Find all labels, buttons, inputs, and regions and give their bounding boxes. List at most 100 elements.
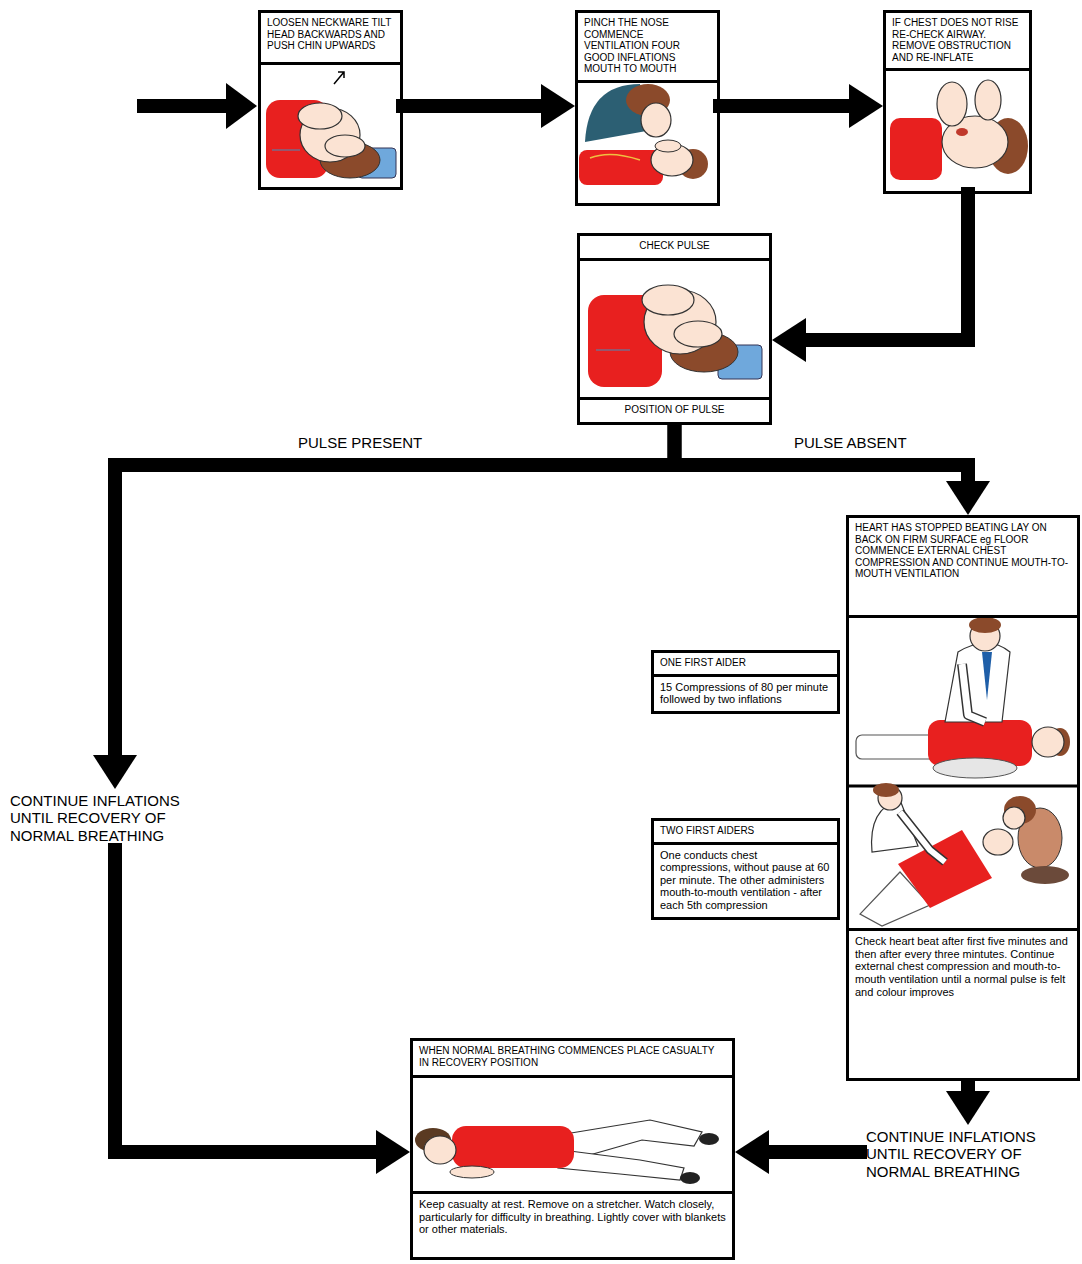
pulse-check-picture-part [596, 349, 630, 351]
arrow-head [946, 1091, 990, 1125]
entry-arrow-part [137, 99, 229, 113]
flow-arrow [735, 1130, 860, 1174]
box-spacer [849, 618, 1077, 928]
recovery-position-picture-part [424, 1136, 456, 1164]
two-aiders-picture [860, 783, 1069, 926]
arrow-line [115, 850, 378, 1152]
airway-check-picture-part [975, 80, 1001, 120]
box-heading: PINCH THE NOSE COMMENCE VENTILATION FOUR… [578, 13, 717, 83]
head-tilt-picture-part [325, 135, 365, 157]
ventilation-picture [579, 84, 708, 185]
head-tilt-picture-part [272, 149, 300, 151]
flow-arrow [946, 1081, 990, 1125]
box-heading: LOOSEN NECKWARE TILT HEAD BACKWARDS AND … [261, 13, 400, 65]
arrow-head [93, 755, 137, 789]
box-text: 15 Compressions of 80 per minute followe… [654, 677, 837, 711]
arrow-head [541, 84, 575, 128]
flow-box: PINCH THE NOSE COMMENCE VENTILATION FOUR… [575, 10, 720, 206]
arrow-head [849, 84, 883, 128]
box-heading: HEART HAS STOPPED BEATING LAY ON BACK ON… [849, 518, 1077, 618]
flow-arrow [93, 425, 675, 789]
head-tilt-picture-part [298, 103, 342, 129]
one-aider-picture-part [969, 617, 1001, 633]
flow-label: CONTINUE INFLATIONS UNTIL RECOVERY OF NO… [866, 1128, 1078, 1180]
entry-arrow [137, 83, 257, 129]
flow-box: IF CHEST DOES NOT RISE RE-CHECK AIRWAY. … [883, 10, 1032, 194]
arrow-line [767, 1145, 860, 1159]
one-aider-picture-part [856, 735, 936, 759]
two-aiders-picture-part [900, 812, 945, 862]
arrow-line [804, 194, 968, 340]
airway-check-picture [890, 80, 1028, 180]
two-aiders-picture-part [983, 829, 1013, 855]
box-spacer [580, 261, 769, 397]
pulse-check-picture-part [674, 321, 722, 347]
recovery-position-picture-part [452, 1126, 574, 1168]
one-aider-picture-part [933, 758, 1017, 778]
one-aider-picture-part [982, 652, 992, 700]
flow-box: ONE FIRST AIDER15 Compressions of 80 per… [651, 650, 840, 714]
branch-label: PULSE PRESENT [294, 434, 426, 451]
box-text: POSITION OF PULSE [580, 397, 769, 422]
box-heading: WHEN NORMAL BREATHING COMMENCES PLACE CA… [413, 1041, 732, 1078]
arrow-head [735, 1130, 769, 1174]
flow-label: CONTINUE INFLATIONS UNTIL RECOVERY OF NO… [10, 792, 195, 844]
flow-arrow [675, 425, 991, 515]
entry-arrow-part [226, 83, 257, 129]
box-spacer [413, 1078, 732, 1191]
recovery-position-picture-part [558, 1150, 684, 1180]
recovery-position-picture-part [680, 1172, 700, 1184]
box-heading: ONE FIRST AIDER [654, 653, 837, 677]
ventilation-picture-part [590, 154, 640, 160]
flow-arrow [772, 194, 968, 362]
head-tilt-picture-part [334, 72, 344, 84]
two-aiders-picture-part [900, 812, 945, 862]
airway-check-picture-part [890, 118, 942, 180]
flow-arrow [403, 84, 575, 128]
flow-box: CHECK PULSE POSITION OF PULSE [577, 233, 772, 425]
box-heading: IF CHEST DOES NOT RISE RE-CHECK AIRWAY. … [886, 13, 1029, 71]
one-aider-picture-part [1032, 727, 1064, 757]
box-heading: TWO FIRST AIDERS [654, 821, 837, 845]
one-aider-picture-part [945, 643, 1010, 722]
box-text: One conducts chest compressions, without… [654, 845, 837, 917]
two-aiders-picture-part [873, 783, 899, 797]
recovery-position-picture-part [699, 1133, 719, 1145]
box-text: Check heart beat after first five minute… [849, 928, 1077, 1078]
flow-box: WHEN NORMAL BREATHING COMMENCES PLACE CA… [410, 1038, 735, 1260]
recovery-position-picture [415, 1120, 719, 1184]
one-aider-picture-part [962, 664, 985, 722]
arrow-head [376, 1130, 410, 1174]
ventilation-picture-part [579, 150, 663, 185]
ventilation-picture-part [641, 103, 671, 137]
arrow-line [720, 99, 851, 113]
airway-check-picture-part [937, 82, 967, 126]
head-tilt-picture [266, 72, 396, 178]
arrow-line [403, 99, 543, 113]
arrow-head [772, 318, 806, 362]
flow-arrow [720, 84, 883, 128]
flow-arrow [115, 850, 410, 1174]
flow-box: TWO FIRST AIDERSOne conducts chest compr… [651, 818, 840, 920]
pulse-check-picture [588, 285, 762, 387]
flow-text: CONTINUE INFLATIONS UNTIL RECOVERY OF NO… [866, 1128, 1078, 1180]
one-aider-picture [846, 617, 1080, 786]
one-aider-picture-part [962, 664, 985, 722]
arrow-line [675, 425, 969, 483]
box-text: Keep casualty at rest. Remove on a stret… [413, 1191, 732, 1257]
recovery-position-picture-part [450, 1166, 494, 1178]
flow-box: HEART HAS STOPPED BEATING LAY ON BACK ON… [846, 515, 1080, 1081]
flow-box: LOOSEN NECKWARE TILT HEAD BACKWARDS AND … [258, 10, 403, 190]
pulse-check-picture-part [642, 285, 694, 315]
airway-check-picture-part [956, 128, 968, 136]
ventilation-picture-part [655, 140, 681, 152]
two-aiders-picture-part [1021, 866, 1069, 884]
arrow-line [115, 425, 675, 757]
flow-text: CONTINUE INFLATIONS UNTIL RECOVERY OF NO… [10, 792, 195, 844]
two-aiders-picture-part [1003, 807, 1025, 829]
arrow-head [946, 481, 990, 515]
box-heading: CHECK PULSE [580, 236, 769, 261]
branch-label: PULSE ABSENT [790, 434, 911, 451]
